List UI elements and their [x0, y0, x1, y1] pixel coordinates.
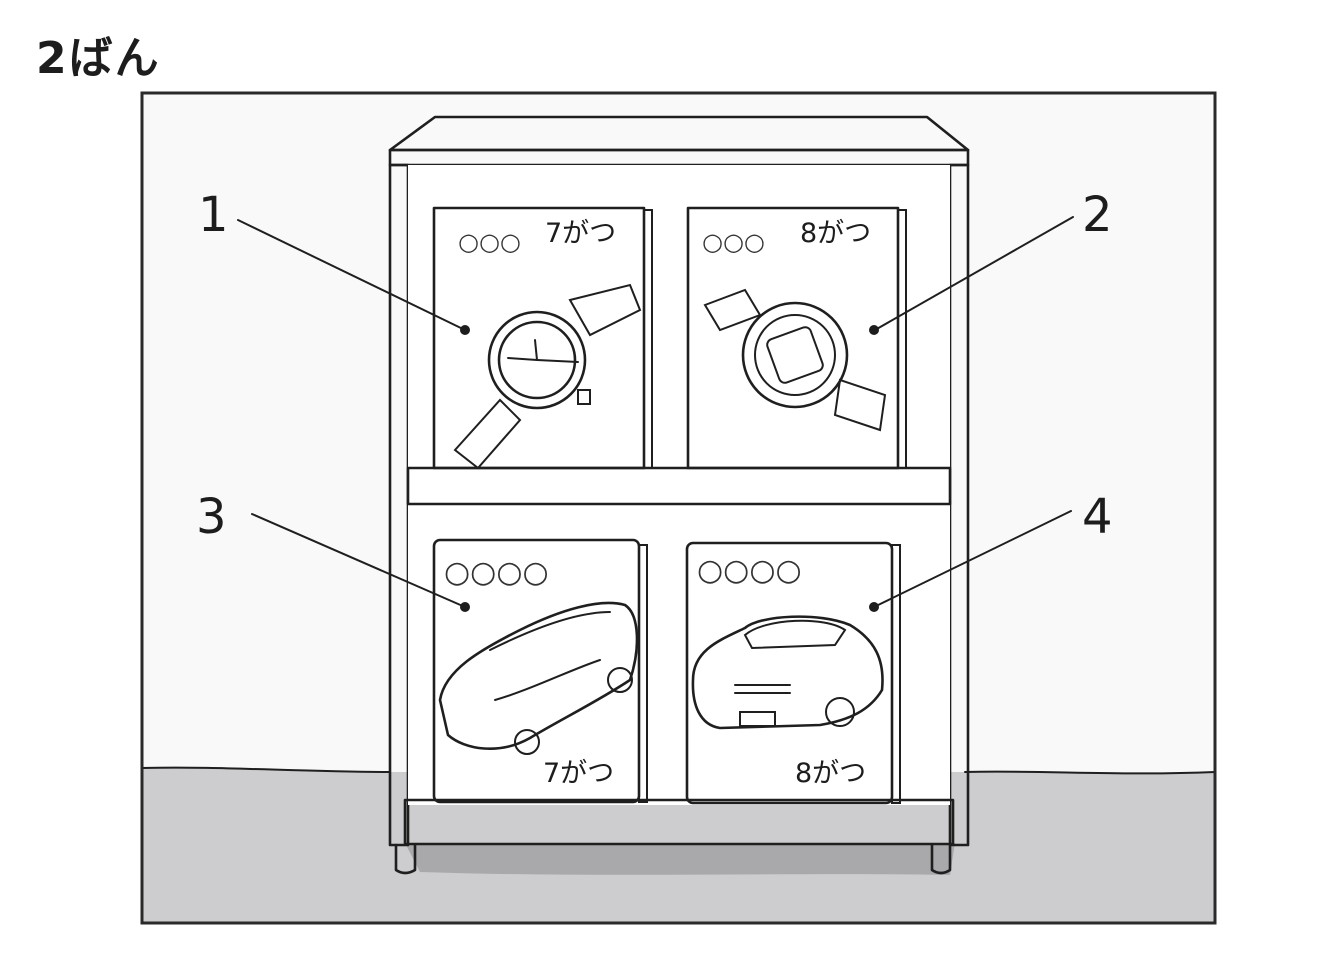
cover-title-3: ○○○○: [444, 555, 549, 590]
pointer-dot-1: [460, 325, 470, 335]
month-label-2: 8がつ: [800, 218, 871, 249]
magazine-3: ○○○○ 7がつ: [432, 538, 648, 804]
shelf-shadow: [405, 843, 955, 875]
pointer-dot-4: [869, 602, 879, 612]
magazine-2: ○○○ 8がつ: [686, 206, 907, 470]
option-number-1: 1: [198, 187, 229, 243]
cover-title-4: ○○○○: [697, 553, 802, 588]
floor-edge-right: [964, 770, 1216, 775]
month-label-1: 7がつ: [545, 218, 616, 249]
option-4-pointer: 4: [869, 489, 1113, 612]
option-number-4: 4: [1082, 489, 1113, 545]
cover-title-2: ○○○: [702, 228, 765, 256]
pointer-dot-3: [460, 602, 470, 612]
month-label-4: 8がつ: [795, 758, 866, 789]
cover-title-1: ○○○: [458, 228, 521, 256]
pointer-dot-2: [869, 325, 879, 335]
month-label-3: 7がつ: [543, 758, 614, 789]
digital-watch-icon: [703, 288, 887, 432]
magazine-1: ○○○ 7がつ: [432, 206, 653, 470]
problem-title: 2ばん: [36, 33, 161, 84]
option-1-pointer: 1: [198, 187, 470, 335]
car-front-view-icon: [691, 615, 884, 730]
option-number-3: 3: [196, 489, 227, 545]
option-2-pointer: 2: [869, 187, 1113, 335]
picture-frame: [140, 91, 1217, 925]
floor-edge-left: [141, 766, 391, 773]
car-top-view-icon: [438, 601, 639, 755]
analog-watch-icon: [453, 283, 642, 470]
magazine-4: ○○○○ 8がつ: [685, 541, 901, 805]
option-number-2: 2: [1082, 187, 1113, 243]
option-3-pointer: 3: [196, 489, 470, 612]
